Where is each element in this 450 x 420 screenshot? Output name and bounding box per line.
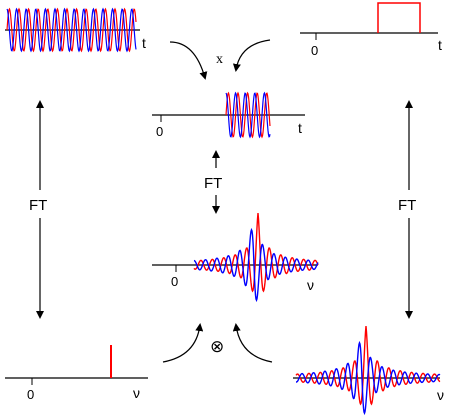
sinusoid-real-curve — [6, 7, 137, 53]
ft-right-label: FT — [398, 197, 416, 214]
ft-center: FT — [204, 150, 222, 214]
windowed-real-curve — [225, 91, 271, 139]
curved-arrow-convolve-right — [232, 323, 273, 363]
zero-label-center-mid: 0 — [171, 274, 178, 289]
multiply-symbol: x — [216, 52, 223, 67]
panel-sinc: ν — [293, 325, 444, 416]
convolve-symbol: ⊗ — [210, 337, 224, 356]
panel-delta: 0 ν — [5, 345, 148, 402]
window-rect — [377, 2, 421, 33]
spectrum-real-curve — [193, 212, 319, 293]
panel-sinusoid: t — [5, 7, 146, 53]
sinc-imag-curve — [296, 340, 441, 416]
panel-window: 0 t — [300, 2, 442, 58]
ft-left: FT — [29, 100, 47, 319]
nu-label-center: ν — [307, 277, 314, 293]
nu-label-bottomright: ν — [437, 387, 444, 403]
curved-arrow-multiply-right — [232, 39, 271, 72]
panel-windowed-spectrum: 0 ν — [152, 212, 319, 303]
ft-center-label: FT — [204, 175, 222, 192]
sinusoid-imag-curve — [6, 7, 137, 53]
ft-left-label: FT — [29, 197, 47, 214]
ft-right: FT — [398, 100, 416, 319]
convolve-operation: ⊗ — [162, 323, 273, 363]
t-label-center: t — [298, 120, 302, 136]
curved-arrow-multiply-left — [169, 41, 208, 80]
nu-label-bottomleft: ν — [133, 385, 140, 401]
t-label-topleft: t — [142, 35, 146, 51]
sinc-real-curve — [295, 325, 441, 406]
zero-label-center-top: 0 — [156, 124, 163, 139]
spectrum-imag-curve — [193, 227, 319, 303]
zero-label-topright: 0 — [311, 43, 318, 58]
curved-arrow-convolve-left — [162, 323, 204, 363]
zero-label-bottomleft: 0 — [27, 387, 34, 402]
t-label-topright: t — [438, 37, 442, 53]
multiply-operation: x — [169, 39, 271, 80]
windowed-imag-curve — [225, 91, 271, 139]
panel-windowed-signal: 0 t — [152, 91, 305, 139]
